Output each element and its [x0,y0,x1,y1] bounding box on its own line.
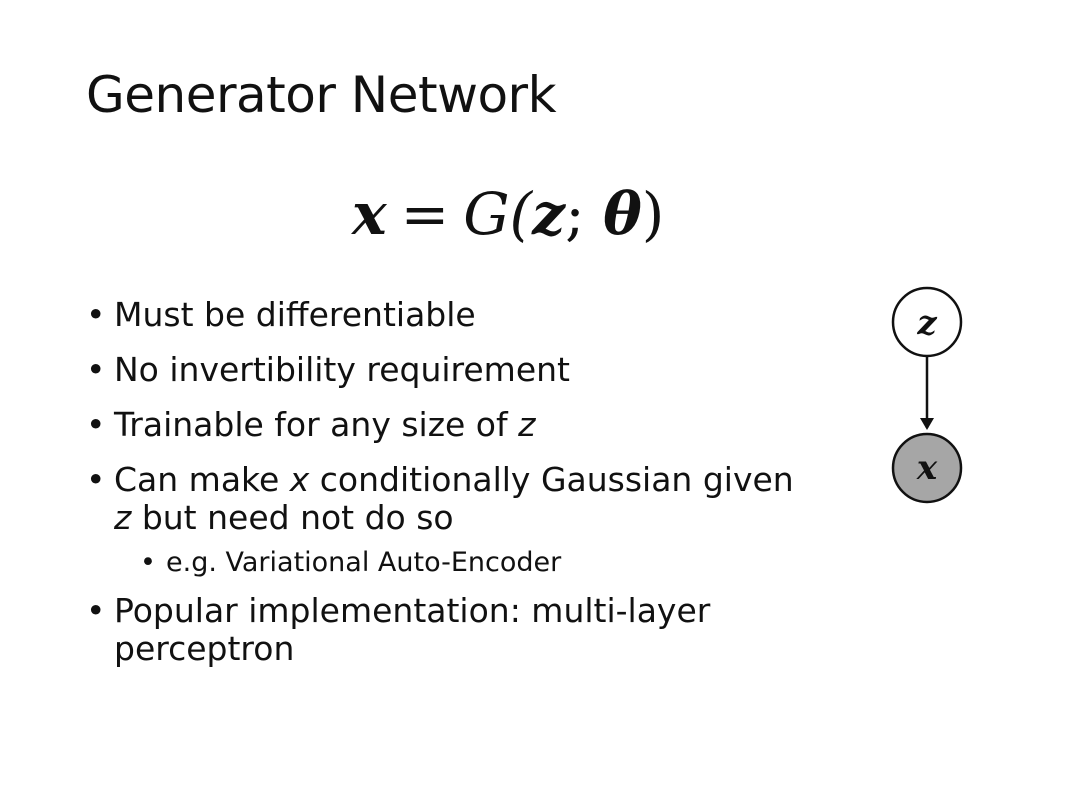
bullet-icon: • [86,460,106,499]
bullet-text: Trainable for any size of [114,405,519,444]
bullet-text: No invertibility requirement [114,350,570,389]
equation-close: ) [641,180,665,248]
bullet-text: but need not do so [131,498,454,537]
slide-title: Generator Network [86,66,557,124]
bullet-icon: • [86,295,106,334]
bullet-text: Popular implementation: multi-layer [114,591,711,630]
node-z-label: z [916,303,937,343]
bullet-text: e.g. Variational Auto-Encoder [166,547,562,578]
bullet-icon: • [86,405,106,444]
equation: x=G(z; θ) [352,180,664,248]
bullet-variable: z [114,498,132,537]
bullet-variable: z [518,405,536,444]
equation-separator: ; [565,180,604,248]
equation-function: G( [463,180,533,248]
node-x-label: x [916,448,938,488]
bullet-item: • Trainable for any size of z [86,406,816,444]
bullet-icon: • [86,591,106,630]
bullet-variable: x [289,460,310,499]
bullet-text: Must be differentiable [114,295,476,334]
bullet-text: perceptron [114,629,295,668]
graphical-model-diagram: z x [891,286,963,504]
bullet-icon: • [140,547,156,578]
bullet-text: Can make [114,460,290,499]
equation-arg-z: z [532,180,566,248]
bullet-text: conditionally Gaussian given [309,460,794,499]
equation-arg-theta: θ [603,180,642,248]
node-z [891,286,963,358]
equation-lhs: x [352,180,387,248]
sub-bullet-item: • e.g. Variational Auto-Encoder [86,546,816,580]
equation-equals: = [400,180,450,248]
bullet-item: • No invertibility requirement [86,351,816,389]
bullet-item: • Must be differentiable [86,296,816,334]
bullet-icon: • [86,350,106,389]
bullet-item: • Can make x conditionally Gaussian give… [86,461,816,537]
node-x [891,432,963,504]
bullet-list: • Must be differentiable • No invertibil… [86,296,816,685]
